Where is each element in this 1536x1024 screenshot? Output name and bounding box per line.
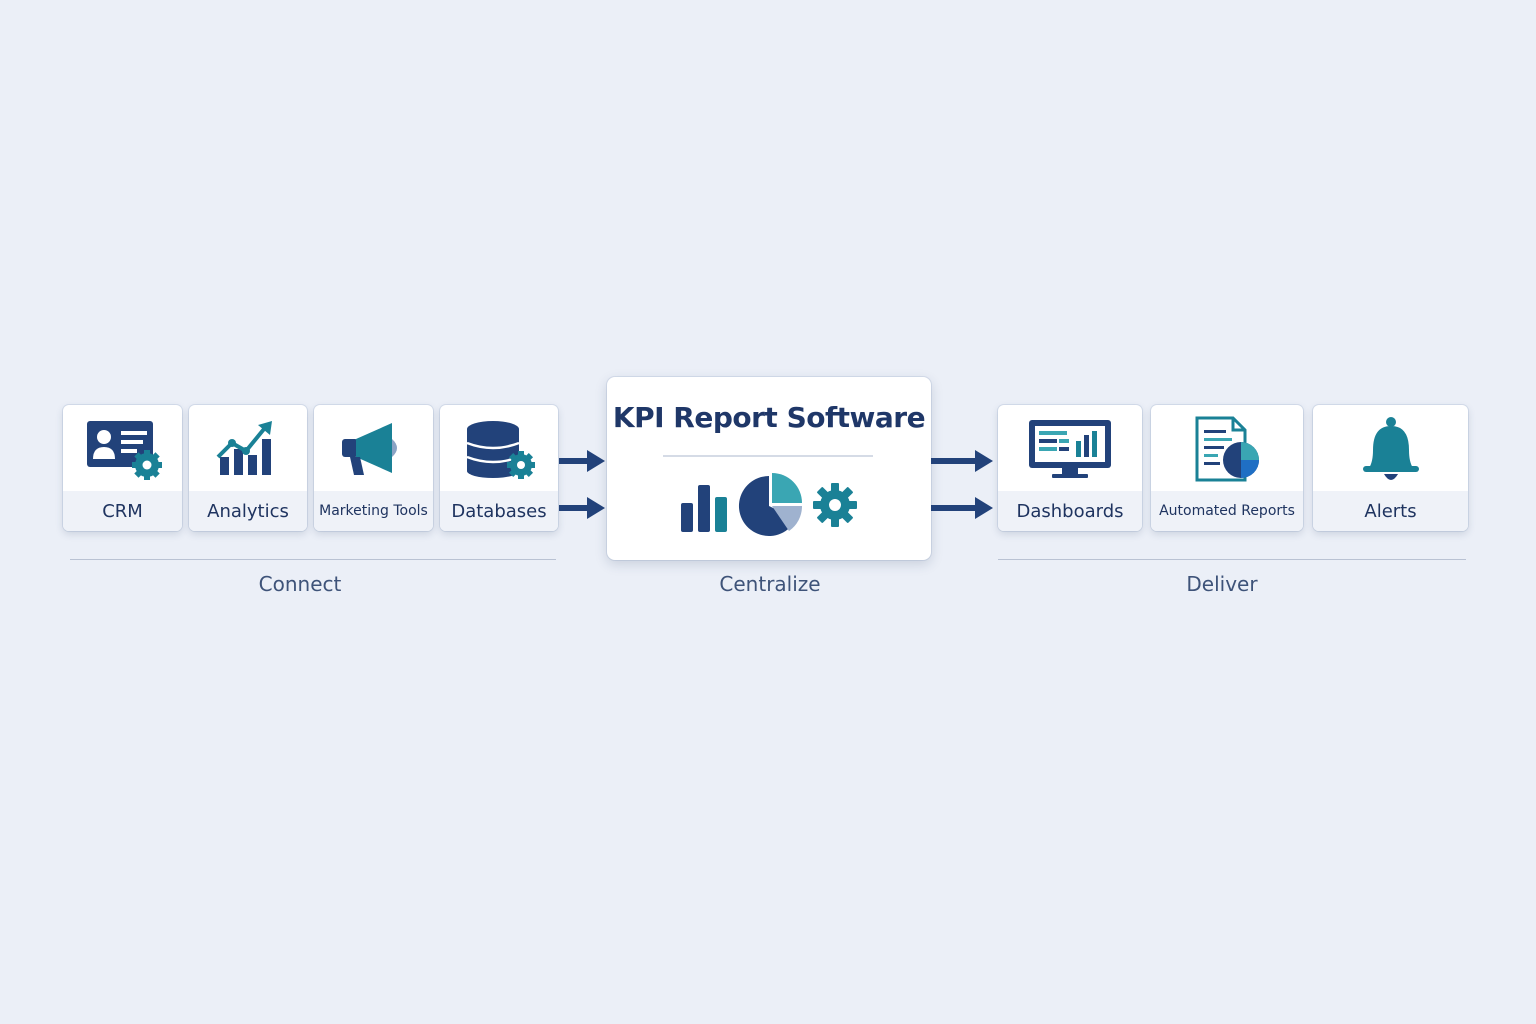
source-card-crm[interactable]: CRM [63,405,182,531]
source-card-marketing-tools[interactable]: Marketing Tools [314,405,433,531]
output-card-dashboards[interactable]: Dashboards [998,405,1142,531]
source-label: Databases [440,491,558,531]
output-label: Dashboards [998,491,1142,531]
arrow-right-icon [559,450,605,472]
database-gear-icon [466,421,535,479]
source-label: Marketing Tools [314,491,433,531]
hub-card[interactable]: KPI Report Software [607,377,931,560]
arrow-right-icon [559,497,605,519]
source-label: Analytics [189,491,307,531]
output-label: Automated Reports [1151,491,1303,531]
bell-icon [1362,417,1419,480]
deliver-divider [998,559,1466,560]
arrow-right-icon [931,450,993,472]
stage-label-connect: Connect [258,572,342,596]
megaphone-icon [341,423,397,475]
source-card-analytics[interactable]: Analytics [189,405,307,531]
bar-chart-icon [681,485,727,532]
monitor-dashboard-icon [1029,420,1111,478]
arrow-right-icon [931,497,993,519]
source-label: CRM [63,491,182,531]
output-label: Alerts [1313,491,1468,531]
source-card-databases[interactable]: Databases [440,405,558,531]
gear-icon [813,483,857,527]
connect-divider [70,559,556,560]
output-card-automated-reports[interactable]: Automated Reports [1151,405,1303,531]
stage-label-centralize: Centralize [719,572,821,596]
report-document-icon [1195,416,1259,482]
stage-label-deliver: Deliver [1186,572,1258,596]
pie-chart-icon [738,473,803,536]
analytics-trend-chart-icon [216,421,272,475]
hub-title: KPI Report Software [612,401,926,434]
crm-contact-card-icon [86,421,162,480]
hub-divider [663,455,873,457]
output-card-alerts[interactable]: Alerts [1313,405,1468,531]
